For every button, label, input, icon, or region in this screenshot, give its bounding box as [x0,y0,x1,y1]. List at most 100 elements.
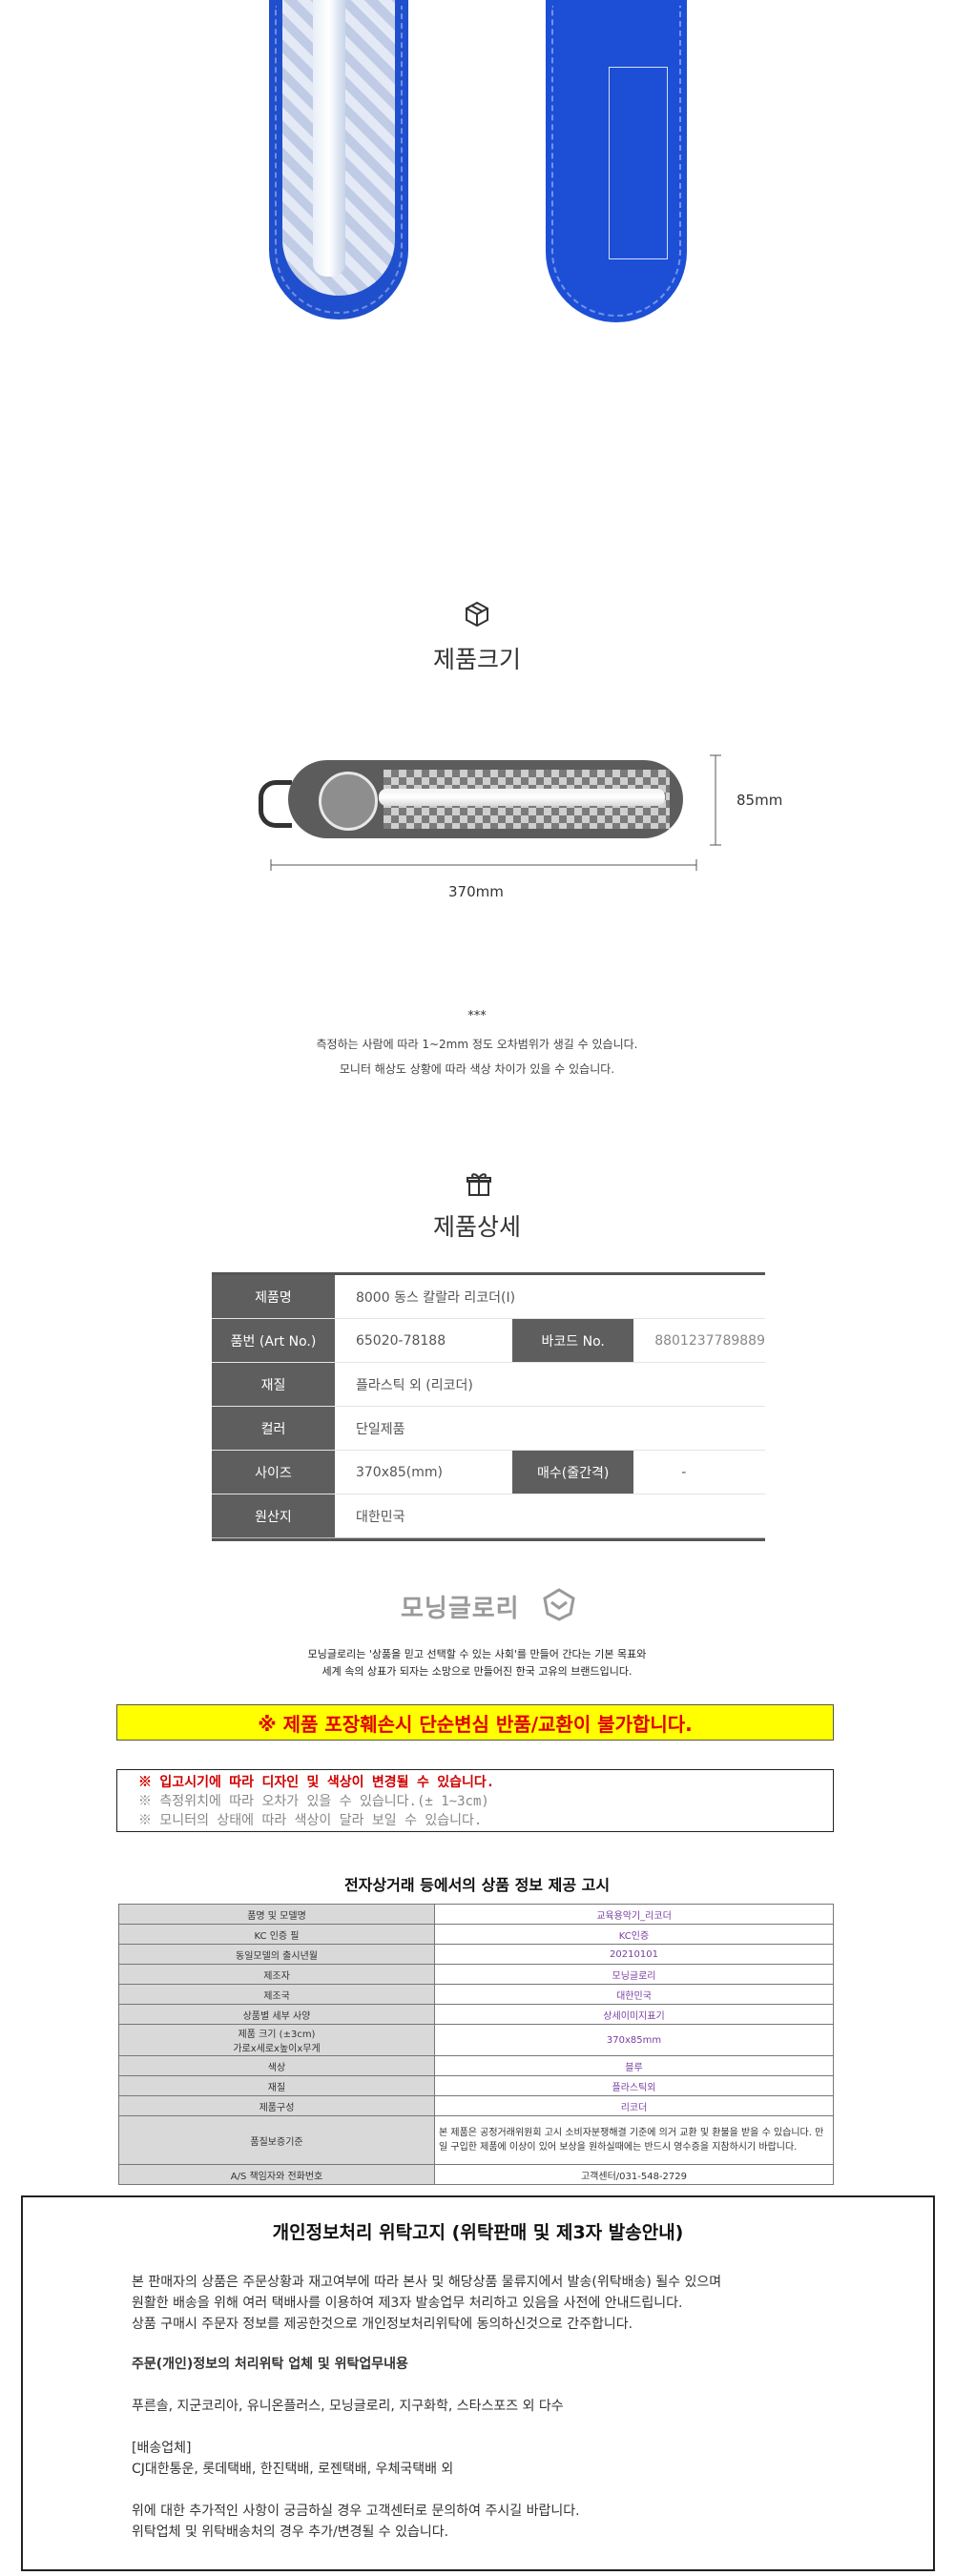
info-key: 색상 [118,2055,435,2076]
spec-row: 사이즈 370x85(mm) 매수(줄간격) - [212,1450,765,1494]
info-key-line: 제품 크기 (±3cm) [238,2030,316,2040]
size-section-title: 제품크기 [432,646,521,673]
width-label: 370mm [448,883,504,900]
spec-value: 8801237789889 [654,1332,765,1349]
info-value: KC인증 [434,1924,834,1945]
spec-key: 사이즈 [212,1450,335,1494]
pouch-name-label [609,67,668,259]
info-key: 품명 및 모델명 [118,1904,435,1925]
spec-row: 재질 플라스틱 외 (리코더) [212,1362,765,1407]
spec-value: 370x85(mm) [355,1464,444,1480]
measure-note-line1: 측정하는 사람에 따라 1~2mm 정도 오차범위가 생길 수 있습니다. [316,1038,638,1051]
spec-key: 원산지 [212,1494,335,1538]
privacy-paragraph: CJ대한통운, 롯데택배, 한진택배, 로젠택배, 우체국택배 외 [132,2462,454,2477]
spec-value: 플라스틱 외 (리코더) [355,1377,473,1393]
detail-section-title: 제품상세 [432,1213,521,1241]
notice-line: ※ 모니터의 상태에 따라 색상이 달라 보일 수 있습니다. [138,1813,483,1828]
spec-row: 컬러 단일제품 [212,1406,765,1451]
privacy-contact: 위에 대한 추가적인 사항이 궁금하실 경우 고객센터로 문의하여 주시길 바랍… [132,2501,895,2543]
recorder-case-strap [259,780,292,828]
privacy-notice-title: 개인정보처리 위탁고지 (위탁판매 및 제3자 발송안내) [272,2222,684,2243]
no-return-warning: ※ 제품 포장훼손시 단순변심 반품/교환이 불가합니다. [116,1704,834,1741]
spec-value: - [681,1464,687,1480]
case-emblem [319,772,378,831]
pouch-back-photo [546,0,687,322]
pouch-stitching [275,6,403,314]
privacy-paragraph: 원활한 배송을 위해 여러 택배사를 이용하여 제3자 발송업무 처리하고 있음… [132,2296,683,2311]
case-recorder-illustration [379,789,665,806]
privacy-delivery: [배송업체] CJ대한통운, 롯데택배, 한진택배, 로젠택배, 우체국택배 외 [132,2438,895,2480]
info-key: 품질보증기준 [118,2115,435,2165]
info-value: 플라스틱외 [434,2075,834,2096]
info-key: 제품구성 [118,2095,435,2116]
privacy-subcontractors: 주문(개인)정보의 처리위탁 업체 및 위탁업무내용 [132,2354,895,2375]
privacy-notice-box: 개인정보처리 위탁고지 (위탁판매 및 제3자 발송안내) 본 판매자의 상품은… [21,2195,935,2571]
info-value: 20210101 [434,1944,834,1965]
privacy-paragraph: 상품 구매시 주문자 정보를 제공한것으로 개인정보처리위탁에 동의하신것으로 … [132,2317,633,2332]
height-label: 85mm [736,792,783,809]
width-dimension-line [270,859,697,871]
spec-row: 원산지 대한민국 [212,1494,765,1538]
privacy-paragraph: 위탁업체 및 위탁배송처의 경우 추가/변경될 수 있습니다. [132,2524,449,2540]
info-key: 제품 크기 (±3cm) 가로x세로x높이x무게 [118,2024,435,2056]
spec-row: 품번 (Art No.) 65020-78188 바코드 No. 8801237… [212,1318,765,1363]
spec-value: 8000 동스 칼랄라 리코더(I) [355,1289,516,1306]
height-dimension-line [710,754,721,846]
spec-table-bottom-rule [212,1538,765,1541]
privacy-subtitle: 주문(개인)정보의 처리위탁 업체 및 위탁업무내용 [132,2357,408,2372]
recorder-case-diagram [288,760,683,838]
spec-key: 품번 (Art No.) [212,1318,335,1363]
info-key: A/S 책임자와 전화번호 [118,2164,435,2185]
pouch-stitching [551,6,681,317]
info-key: 동일모델의 출시년월 [118,1944,435,1965]
info-value: 리코더 [434,2095,834,2116]
spec-key: 바코드 No. [512,1318,634,1363]
info-value: 상세이미지표기 [434,2004,834,2025]
brand-desc-line1: 모닝글로리는 '상품을 믿고 선택할 수 있는 사회'를 만들어 간다는 기본 … [307,1648,647,1660]
spec-row: 제품명 8000 동스 칼랄라 리코더(I) [212,1275,765,1319]
spec-value: 65020-78188 [355,1332,446,1349]
table-row: 제품 크기 (±3cm) 가로x세로x높이x무게 370x85mm [118,2024,834,2056]
spec-value: 단일제품 [355,1421,405,1437]
spec-key: 재질 [212,1362,335,1407]
spec-table: 제품명 8000 동스 칼랄라 리코더(I) 품번 (Art No.) 6502… [212,1275,765,1538]
box-icon [466,601,488,628]
notice-line: ※ 측정위치에 따라 오차가 있을 수 있습니다.(± 1~3cm) [138,1794,489,1809]
info-key: 상품별 세부 사양 [118,2004,435,2025]
info-key: 재질 [118,2075,435,2096]
info-value: 모닝글로리 [434,1964,834,1985]
product-info-notice-title: 전자상거래 등에서의 상품 정보 제공 고시 [343,1876,611,1894]
measure-note-line2: 모니터 해상도 상황에 따라 색상 차이가 있을 수 있습니다. [339,1062,615,1076]
info-value: 370x85mm [434,2024,834,2056]
pouch-front-photo [269,0,408,319]
brand-logo-mark [543,1588,575,1621]
info-value: 대한민국 [434,1984,834,2005]
info-value: 블루 [434,2055,834,2076]
info-key-line: 가로x세로x높이x무게 [233,2044,321,2054]
info-key: KC 인증 필 [118,1924,435,1945]
info-value: 교육용악기_리코더 [434,1904,834,1925]
spec-key: 매수(줄간격) [512,1450,634,1494]
measure-note-stars: *** [467,1009,487,1023]
info-value: 고객센터/031-548-2729 [434,2164,834,2185]
privacy-paragraph: [배송업체] [132,2441,192,2456]
brand-desc-line2: 세계 속의 상표가 되자는 소망으로 만들어진 한국 고유의 브랜드입니다. [321,1665,633,1678]
spec-table-wrap: 제품명 8000 동스 칼랄라 리코더(I) 품번 (Art No.) 6502… [212,1272,765,1541]
privacy-company-list: 푸른솔, 지군코리아, 유니온플러스, 모닝글로리, 지구화학, 스타스포즈 외… [132,2396,895,2417]
notice-line: ※ 입고시기에 따라 디자인 및 색상이 변경될 수 있습니다. [138,1775,495,1790]
notice-box: ※ 입고시기에 따라 디자인 및 색상이 변경될 수 있습니다. ※ 측정위치에… [116,1769,834,1832]
gift-icon [467,1173,491,1196]
info-key: 제조국 [118,1984,435,2005]
